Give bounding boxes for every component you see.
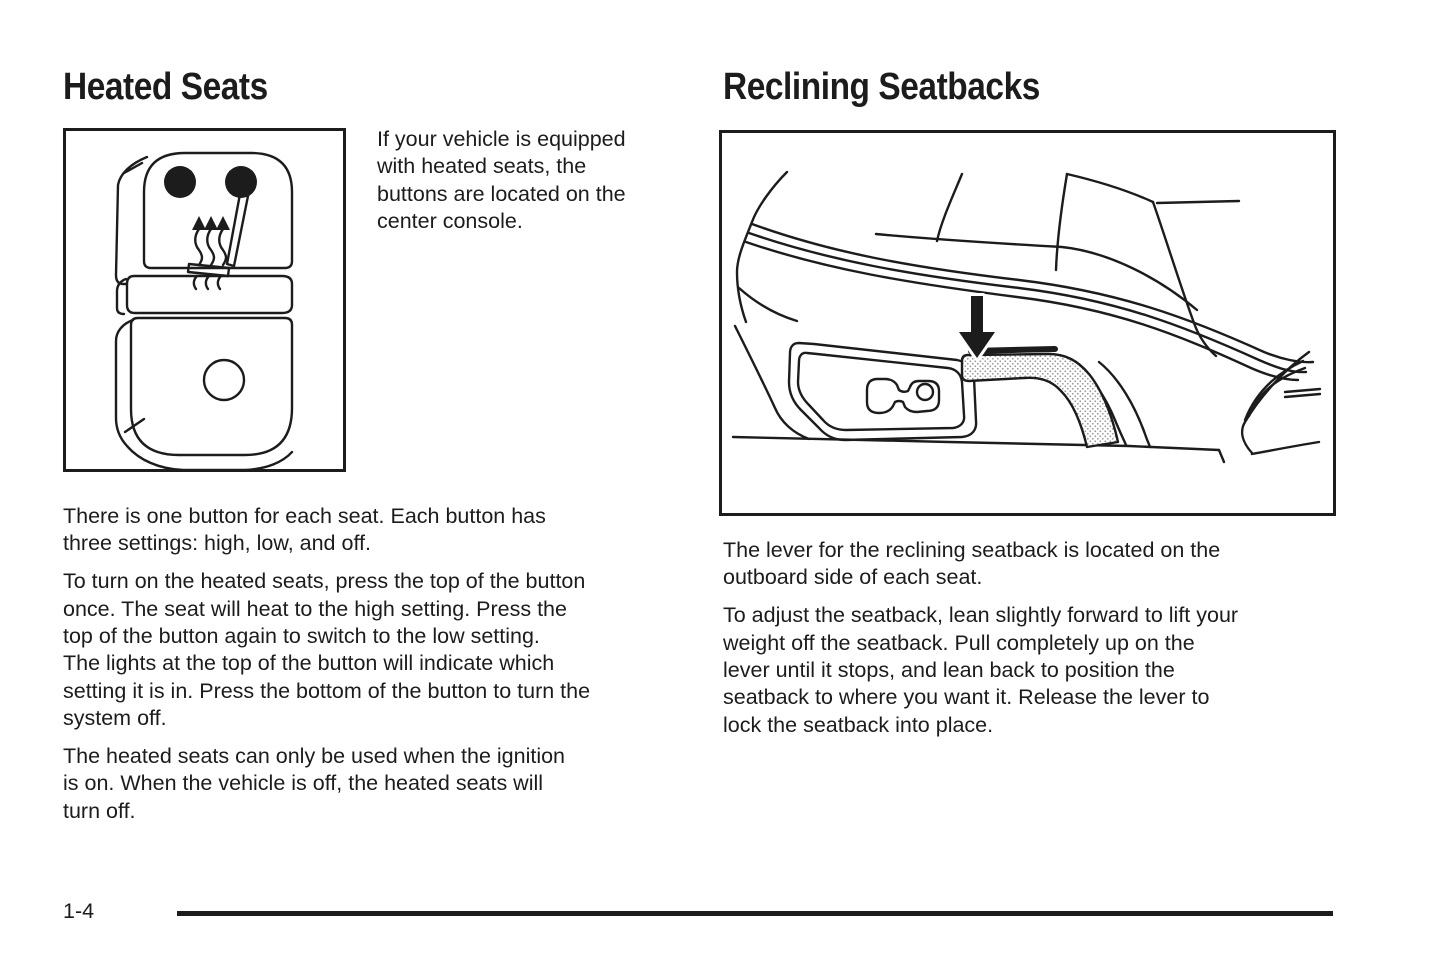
text-line: outboard side of each seat. [723,565,983,590]
heading-reclining-seatbacks: Reclining Seatbacks [723,66,1040,108]
high-indicator-light [164,166,196,198]
text-line: The lever for the reclining seatback is … [723,538,1221,562]
text-line: buttons are located on the [377,181,626,206]
text-line: turn off. [63,798,136,823]
paragraph: The lever for the reclining seatback is … [723,537,1353,592]
figure-reclining-seatback-lever [719,130,1336,516]
text-line: lock the seatback into place. [723,712,994,737]
text-line: There is one button for each seat. Each … [63,504,546,528]
text-line: To turn on the heated seats, press the t… [63,569,586,594]
text-line: system off. [63,706,167,731]
text-line: To adjust the seatback, lean slightly fo… [723,603,1239,628]
text-line: The heated seats can only be used when t… [63,744,566,769]
low-indicator-light [225,166,257,198]
text-line: weight off the seatback. Pull completely… [723,630,1195,655]
text-line: setting it is in. Press the bottom of th… [63,678,591,703]
text-line: seatback to where you want it. Release t… [723,685,1210,710]
heading-heated-seats: Heated Seats [63,66,268,108]
text-line: three settings: high, low, and off. [63,531,371,556]
text-line: lever until it stops, and lean back to p… [723,658,1175,683]
text-line: once. The seat will heat to the high set… [63,596,567,621]
off-button-circle [202,358,246,402]
text-line: with heated seats, the [377,154,587,179]
text-line: If your vehicle is equipped [377,127,626,151]
paragraph: The heated seats can only be used when t… [63,743,703,825]
text-line: The lights at the top of the button will… [63,651,555,676]
reclining-seatback-drawing [719,130,1336,516]
heated-seats-body-text: There is one button for each seat. Each … [63,503,703,836]
text-line: center console. [377,209,523,234]
recline-lever [960,352,1120,449]
figure-heated-seat-button [63,128,346,472]
paragraph: There is one button for each seat. Each … [63,503,703,558]
text-line: is on. When the vehicle is off, the heat… [63,771,544,796]
heated-seat-button-drawing [63,128,346,472]
paragraph: To turn on the heated seats, press the t… [63,568,703,732]
page-number: 1-4 [63,899,95,923]
heated-seats-figure-caption: If your vehicle is equipped with heated s… [377,126,697,236]
down-arrow-icon [956,293,998,361]
reclining-seatbacks-body-text: The lever for the reclining seatback is … [723,537,1353,750]
paragraph: To adjust the seatback, lean slightly fo… [723,602,1353,739]
text-line: top of the button again to switch to the… [63,624,540,649]
footer-rule [177,911,1333,916]
